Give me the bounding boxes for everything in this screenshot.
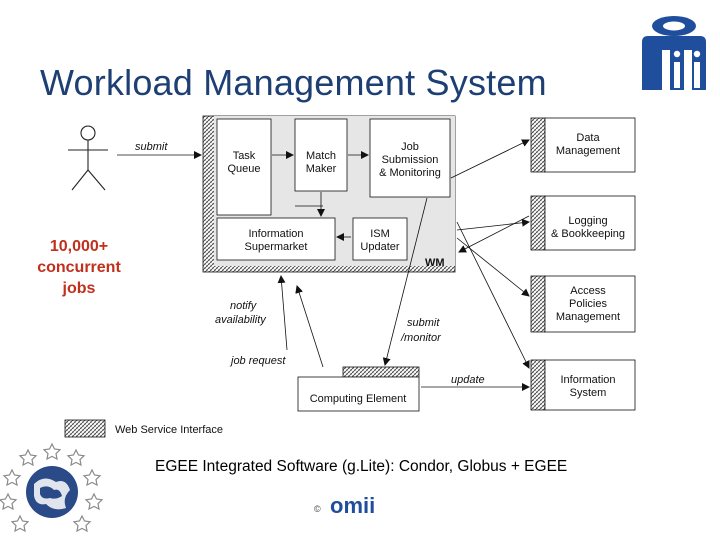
logging-to-wm-arrow [458, 215, 530, 253]
logging-interface [530, 195, 546, 251]
capacity-callout: 10,000+ concurrent jobs [20, 236, 138, 299]
computing-element-box [297, 376, 420, 412]
wms-architecture-diagram: submit WM Task Queue Match Maker Job Sub… [64, 115, 636, 438]
match-maker-line-1: Match [306, 150, 336, 162]
wm-to-data-arrow [450, 139, 530, 179]
job-submission-line-3: & Monitoring [379, 167, 441, 179]
logging-line-1: Logging [568, 215, 607, 227]
information-supermarket-line-1: Information [248, 228, 303, 240]
notify-availability-arrow [277, 275, 288, 351]
omii-wordmark: omii [330, 493, 375, 518]
logging-line-2: & Bookkeeping [551, 228, 625, 240]
information-supermarket-line-2: Supermarket [245, 241, 308, 253]
computing-element-label: Computing Element [310, 393, 407, 405]
notify-label: notify [230, 300, 258, 312]
information-supermarket-box [216, 217, 336, 261]
task-queue-box [216, 118, 272, 216]
information-system-line-1: Information [560, 374, 615, 386]
information-system-box [544, 359, 636, 411]
job-submission-line-1: Job [401, 141, 419, 153]
logging-bookkeeping-box [544, 195, 636, 251]
legend-swatch [64, 419, 106, 438]
job-submission-box [369, 118, 451, 198]
ism-updater-line-2: Updater [360, 241, 399, 253]
information-system-line-2: System [570, 387, 607, 399]
wm-label: WM [425, 257, 445, 269]
submit-label: submit [135, 141, 168, 153]
submit-monitor-line-2: /monitor [400, 332, 442, 344]
data-management-line-1: Data [576, 132, 600, 144]
omii-logo [642, 16, 706, 90]
access-policies-box [544, 275, 636, 333]
ism-updater-line-1: ISM [370, 228, 390, 240]
wm-to-logging-arrow [456, 218, 530, 231]
egee-logo [0, 442, 104, 533]
job-request-arrow [295, 285, 324, 368]
task-queue-line-2: Queue [227, 163, 260, 175]
information-system-interface [530, 359, 546, 411]
legend-label: Web Service Interface [115, 424, 223, 436]
match-maker-line-2: Maker [306, 163, 337, 175]
update-label: update [451, 374, 485, 386]
wm-to-access-arrow [456, 237, 530, 297]
availability-label: availability [215, 314, 267, 326]
match-maker-box [294, 118, 348, 192]
ism-updater-box [352, 217, 408, 261]
callout-line-1: 10,000+ [49, 238, 109, 255]
access-policies-line-1: Access [570, 285, 606, 297]
callout-line-3: jobs [62, 280, 96, 297]
user-actor-icon [68, 125, 108, 191]
copyright-mark: © [314, 504, 321, 514]
data-management-box [544, 117, 636, 173]
job-submission-line-2: Submission [382, 154, 439, 166]
access-policies-line-2: Policies [569, 298, 607, 310]
page-title: Workload Management System [40, 62, 547, 103]
submit-monitor-arrow [382, 197, 428, 366]
submit-monitor-line-1: submit [407, 317, 440, 329]
job-request-label: job request [229, 355, 286, 367]
wm-to-infosys-arrow [456, 221, 530, 369]
access-policies-interface [530, 275, 546, 333]
omii-footer-logo: © omii [314, 493, 375, 518]
caption: EGEE Integrated Software (g.Lite): Condo… [155, 458, 568, 475]
task-queue-line-1: Task [233, 150, 256, 162]
access-policies-line-3: Management [556, 311, 620, 323]
computing-element-interface [342, 366, 420, 378]
callout-line-2: concurrent [37, 259, 121, 276]
data-management-line-2: Management [556, 145, 620, 157]
data-management-interface [530, 117, 546, 173]
